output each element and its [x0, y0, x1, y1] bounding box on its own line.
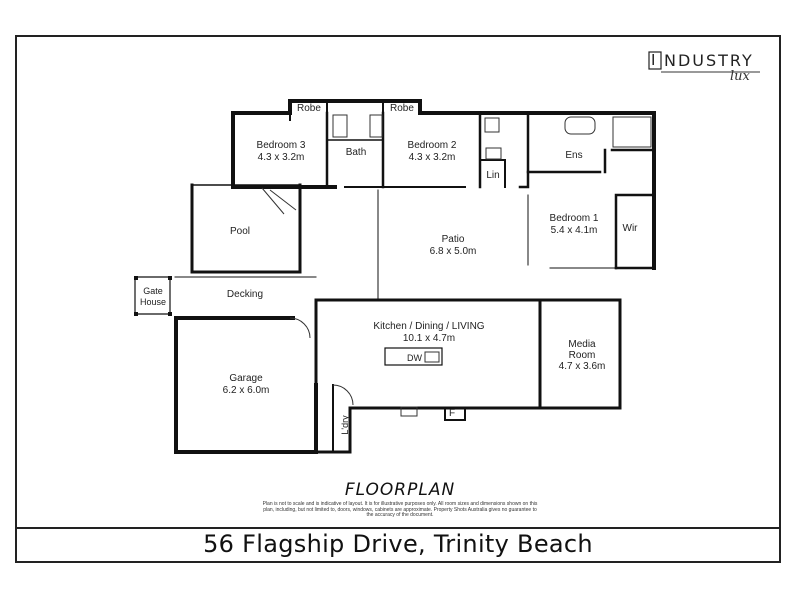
- bedroom3-size: 4.3 x 3.2m: [258, 152, 305, 163]
- logo-letter: I: [651, 51, 656, 69]
- lin-label: Lin: [486, 170, 499, 181]
- fridge-label: F: [449, 408, 455, 419]
- ens-label: Ens: [565, 150, 582, 161]
- robe-right-label: Robe: [390, 103, 414, 114]
- floorplan-title: FLOORPLAN: [344, 480, 456, 500]
- footer-divider: [15, 527, 781, 529]
- patio-size: 6.8 x 5.0m: [430, 246, 477, 257]
- bath-label: Bath: [346, 147, 367, 158]
- patio-name: Patio: [442, 234, 465, 245]
- bedroom1-name: Bedroom 1: [550, 213, 599, 224]
- plan-frame: [15, 35, 781, 563]
- robe-left-label: Robe: [297, 103, 321, 114]
- bedroom2-size: 4.3 x 3.2m: [409, 152, 456, 163]
- property-address: 56 Flagship Drive, Trinity Beach: [203, 530, 593, 558]
- garage-size: 6.2 x 6.0m: [223, 385, 270, 396]
- gatehouse-line1: Gate: [143, 286, 163, 296]
- disclaimer-text: Plan is not to scale and is indicative o…: [262, 501, 538, 519]
- bedroom2-name: Bedroom 2: [408, 140, 457, 151]
- media-line1: Media: [568, 339, 596, 350]
- kitchen-size: 10.1 x 4.7m: [403, 333, 455, 344]
- media-size: 4.7 x 3.6m: [559, 361, 606, 372]
- bedroom3-name: Bedroom 3: [257, 140, 306, 151]
- kitchen-name: Kitchen / Dining / LIVING: [373, 321, 484, 332]
- media-line2: Room: [569, 350, 596, 361]
- laundry-label: L'dry: [340, 415, 350, 435]
- decking-label: Decking: [227, 289, 263, 300]
- logo-sub: lux: [730, 69, 750, 84]
- pool-label: Pool: [230, 226, 250, 237]
- logo-mark: [648, 51, 760, 73]
- wir-label: Wir: [623, 223, 639, 234]
- gatehouse-line2: House: [140, 297, 166, 307]
- industry-lux-logo: I NDUSTRY lux: [648, 50, 763, 88]
- dw-label: DW: [407, 353, 422, 363]
- garage-name: Garage: [229, 373, 263, 384]
- bedroom1-size: 5.4 x 4.1m: [551, 225, 598, 236]
- logo-word: NDUSTRY: [664, 51, 754, 70]
